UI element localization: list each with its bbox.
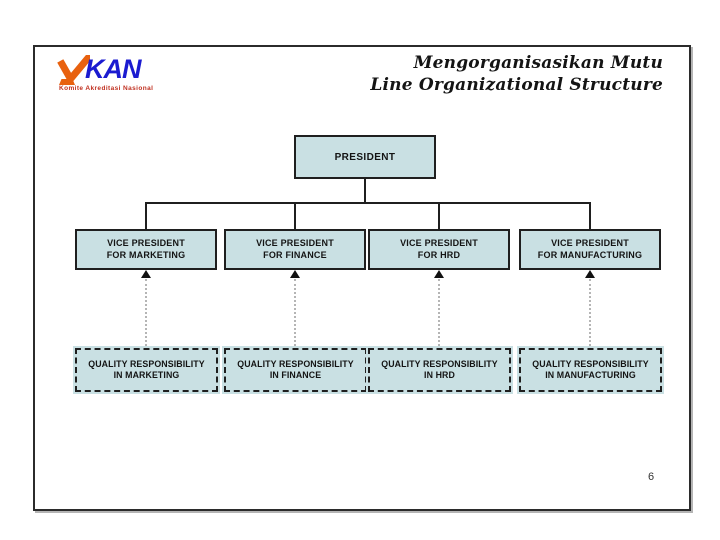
vp-label: FOR HRD [417, 249, 461, 260]
org-box-president: PRESIDENT [294, 135, 436, 179]
arrow-up-icon [290, 270, 300, 278]
arrow-up-icon [141, 270, 151, 278]
org-box-quality-marketing: QUALITY RESPONSIBILITY IN MARKETING [73, 346, 220, 394]
quality-label: IN FINANCE [269, 370, 322, 380]
logo-text: KAN [85, 54, 141, 84]
dotted-connector-hrd [438, 279, 440, 346]
quality-label: QUALITY RESPONSIBILITY [381, 359, 498, 369]
connector-drop-marketing [145, 203, 147, 230]
org-box-quality-manufacturing: QUALITY RESPONSIBILITY IN MANUFACTURING [517, 346, 664, 394]
quality-label: QUALITY RESPONSIBILITY [88, 359, 205, 369]
quality-label: IN MARKETING [113, 370, 180, 380]
connector-drop-finance [294, 203, 296, 230]
org-box-vp-manufacturing: VICE PRESIDENT FOR MANUFACTURING [519, 229, 661, 270]
kan-logo: KAN Komite Akreditasi Nasional [57, 55, 177, 92]
logo-tagline: Komite Akreditasi Nasional [59, 85, 154, 92]
connector-drop-hrd [438, 203, 440, 230]
slide-title: Mengorganisasikan Mutu Line Organization… [370, 52, 663, 96]
quality-label: IN MANUFACTURING [545, 370, 636, 380]
connector-president-drop [364, 179, 366, 203]
slide-title-line2: Line Organizational Structure [370, 75, 663, 95]
org-box-vp-hrd: VICE PRESIDENT FOR HRD [368, 229, 510, 270]
connector-horizontal-bar [145, 202, 591, 204]
vp-label: VICE PRESIDENT [107, 238, 185, 248]
vp-label: FOR MARKETING [106, 249, 186, 260]
dotted-connector-finance [294, 279, 296, 346]
vp-label: VICE PRESIDENT [551, 238, 629, 248]
slide-canvas: KAN Komite Akreditasi Nasional Mengorgan… [33, 45, 691, 511]
connector-drop-manufacturing [589, 203, 591, 230]
org-box-quality-finance: QUALITY RESPONSIBILITY IN FINANCE [222, 346, 369, 394]
org-box-vp-finance: VICE PRESIDENT FOR FINANCE [224, 229, 366, 270]
quality-label: QUALITY RESPONSIBILITY [237, 359, 354, 369]
org-box-vp-marketing: VICE PRESIDENT FOR MARKETING [75, 229, 217, 270]
page-number: 6 [647, 471, 655, 483]
vp-label: VICE PRESIDENT [400, 238, 478, 248]
slide-title-line1: Mengorganisasikan Mutu [413, 53, 663, 73]
checkmark-icon [57, 55, 90, 86]
dotted-connector-manufacturing [589, 279, 591, 346]
vp-label: FOR MANUFACTURING [537, 249, 643, 260]
vp-label: FOR FINANCE [263, 249, 327, 260]
arrow-up-icon [585, 270, 595, 278]
quality-label: QUALITY RESPONSIBILITY [532, 359, 649, 369]
org-box-quality-hrd: QUALITY RESPONSIBILITY IN HRD [366, 346, 513, 394]
arrow-up-icon [434, 270, 444, 278]
vp-label: VICE PRESIDENT [256, 238, 334, 248]
quality-label: IN HRD [424, 370, 455, 380]
dotted-connector-marketing [145, 279, 147, 346]
